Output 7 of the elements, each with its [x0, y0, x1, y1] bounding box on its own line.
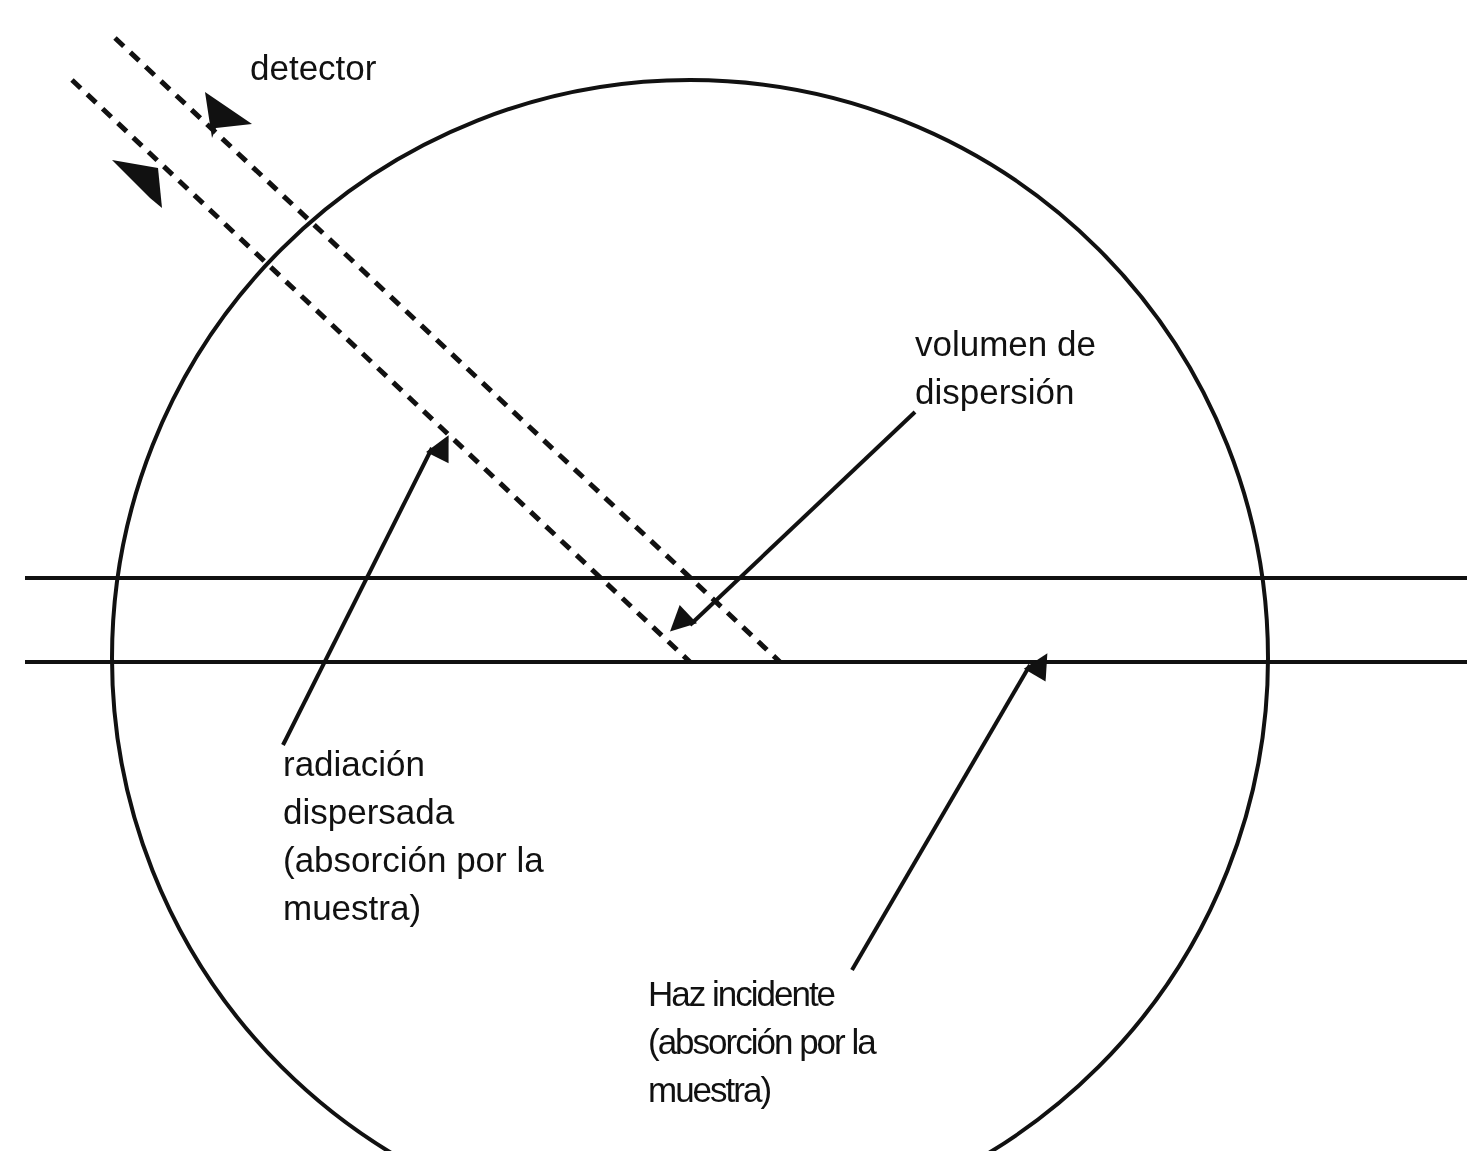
callout-text: volumen de dispersión: [915, 320, 1215, 416]
leader-arrow: [670, 410, 917, 632]
callout-text: Haz incidente (absorción por la muestra): [648, 970, 888, 1114]
callout-text: radiación dispersada (absorción por la muestra): [283, 740, 583, 932]
leader-arrow: [281, 435, 449, 746]
leader-arrow: [850, 653, 1048, 971]
detector-label: detector: [250, 47, 377, 89]
